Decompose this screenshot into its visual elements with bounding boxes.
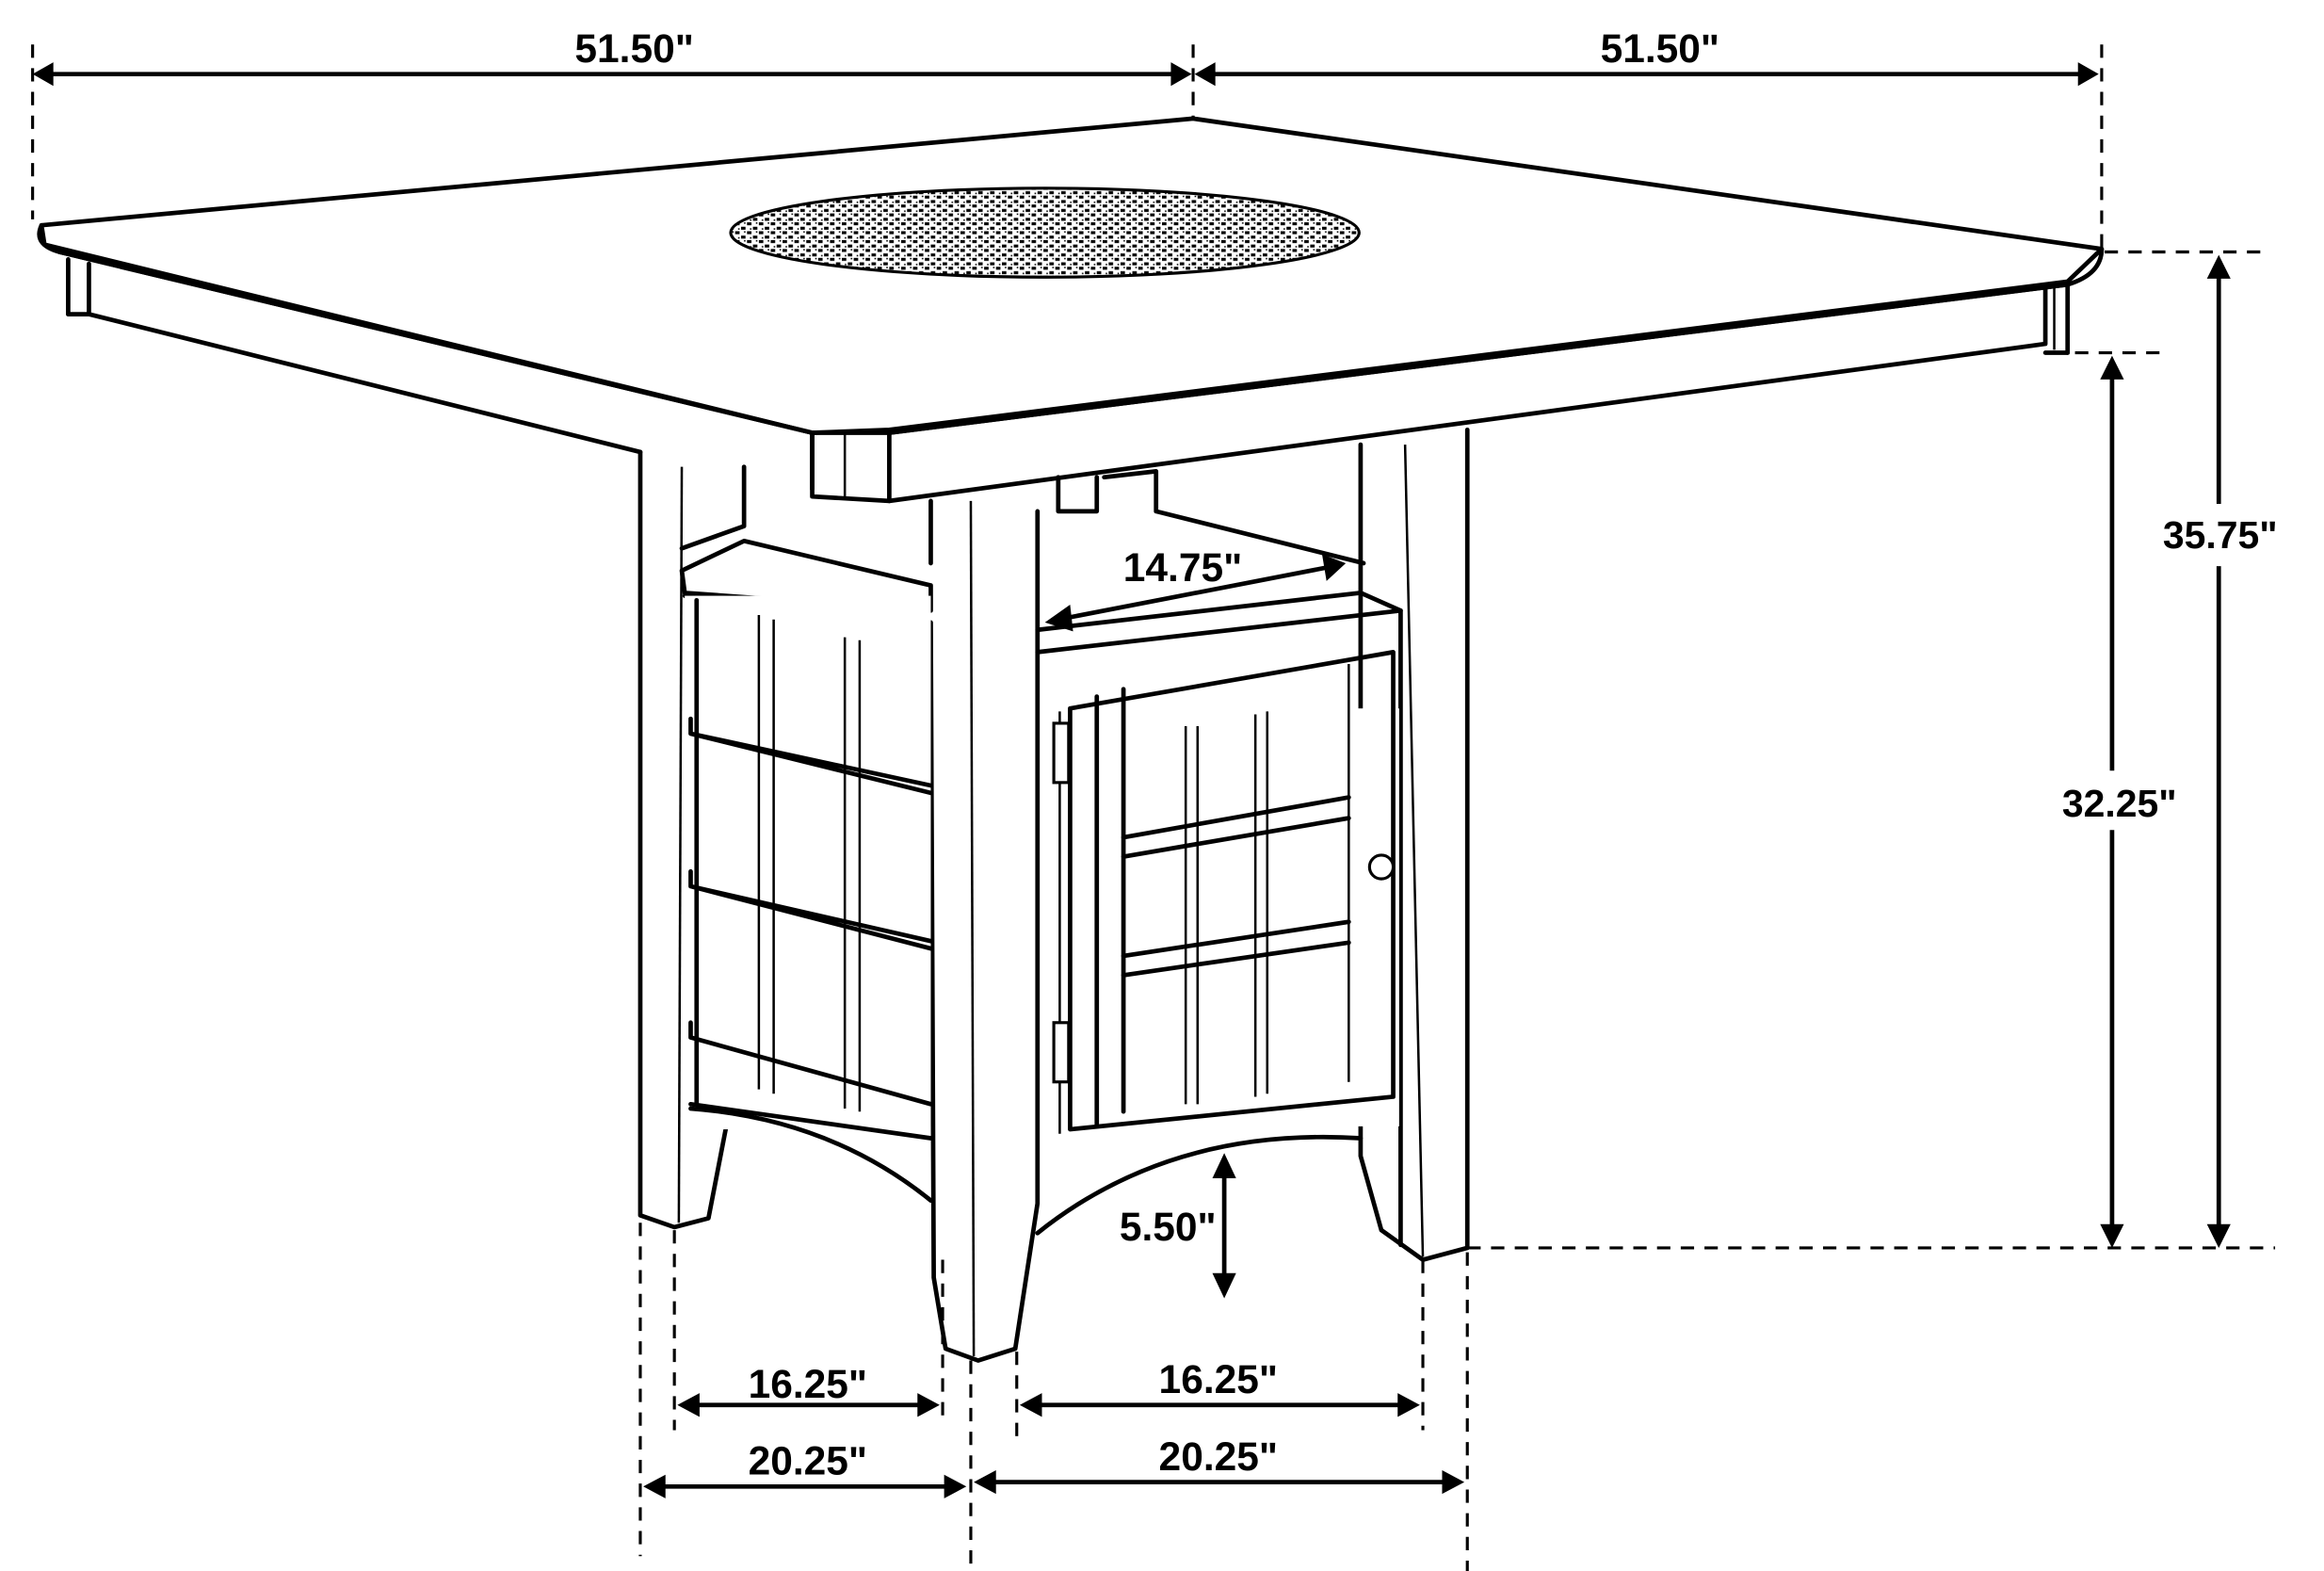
overall-height-dimension: 35.75" xyxy=(2105,250,2278,1248)
lazy-susan xyxy=(729,186,1361,279)
shelf-width-label: 14.75" xyxy=(1123,546,1242,591)
base-outer-left-label: 20.25" xyxy=(749,1440,867,1484)
base-outer-dimension-right: 20.25" xyxy=(974,1435,1465,1495)
table-top xyxy=(37,116,2105,504)
apron-clearance-label: 32.25" xyxy=(2062,782,2177,825)
top-width-dimension-right: 51.50" xyxy=(1194,27,2104,250)
top-width-dimension-left: 51.50" xyxy=(31,27,1192,219)
bottom-extension-lines xyxy=(638,1223,1469,1571)
base-inner-dimension-right: 16.25" xyxy=(1019,1358,1420,1417)
base-inner-dimension-left: 16.25" xyxy=(677,1363,940,1417)
base-inner-left-label: 16.25" xyxy=(749,1363,867,1407)
overall-height-label: 35.75" xyxy=(2163,513,2278,557)
base-clearance-dimension: 5.50" xyxy=(1120,1153,1236,1299)
top-width-right-label: 51.50" xyxy=(1601,27,1719,72)
base-inner-right-label: 16.25" xyxy=(1159,1358,1278,1402)
apron-clearance-dimension: 32.25" xyxy=(2062,350,2177,1248)
base-clearance-label: 5.50" xyxy=(1120,1206,1217,1250)
shelf-width-dimension: 14.75" xyxy=(1044,546,1347,632)
pedestal-base xyxy=(637,427,1470,1363)
top-width-left-label: 51.50" xyxy=(574,27,693,72)
base-outer-dimension-left: 20.25" xyxy=(643,1440,967,1498)
base-outer-right-label: 20.25" xyxy=(1159,1435,1278,1480)
